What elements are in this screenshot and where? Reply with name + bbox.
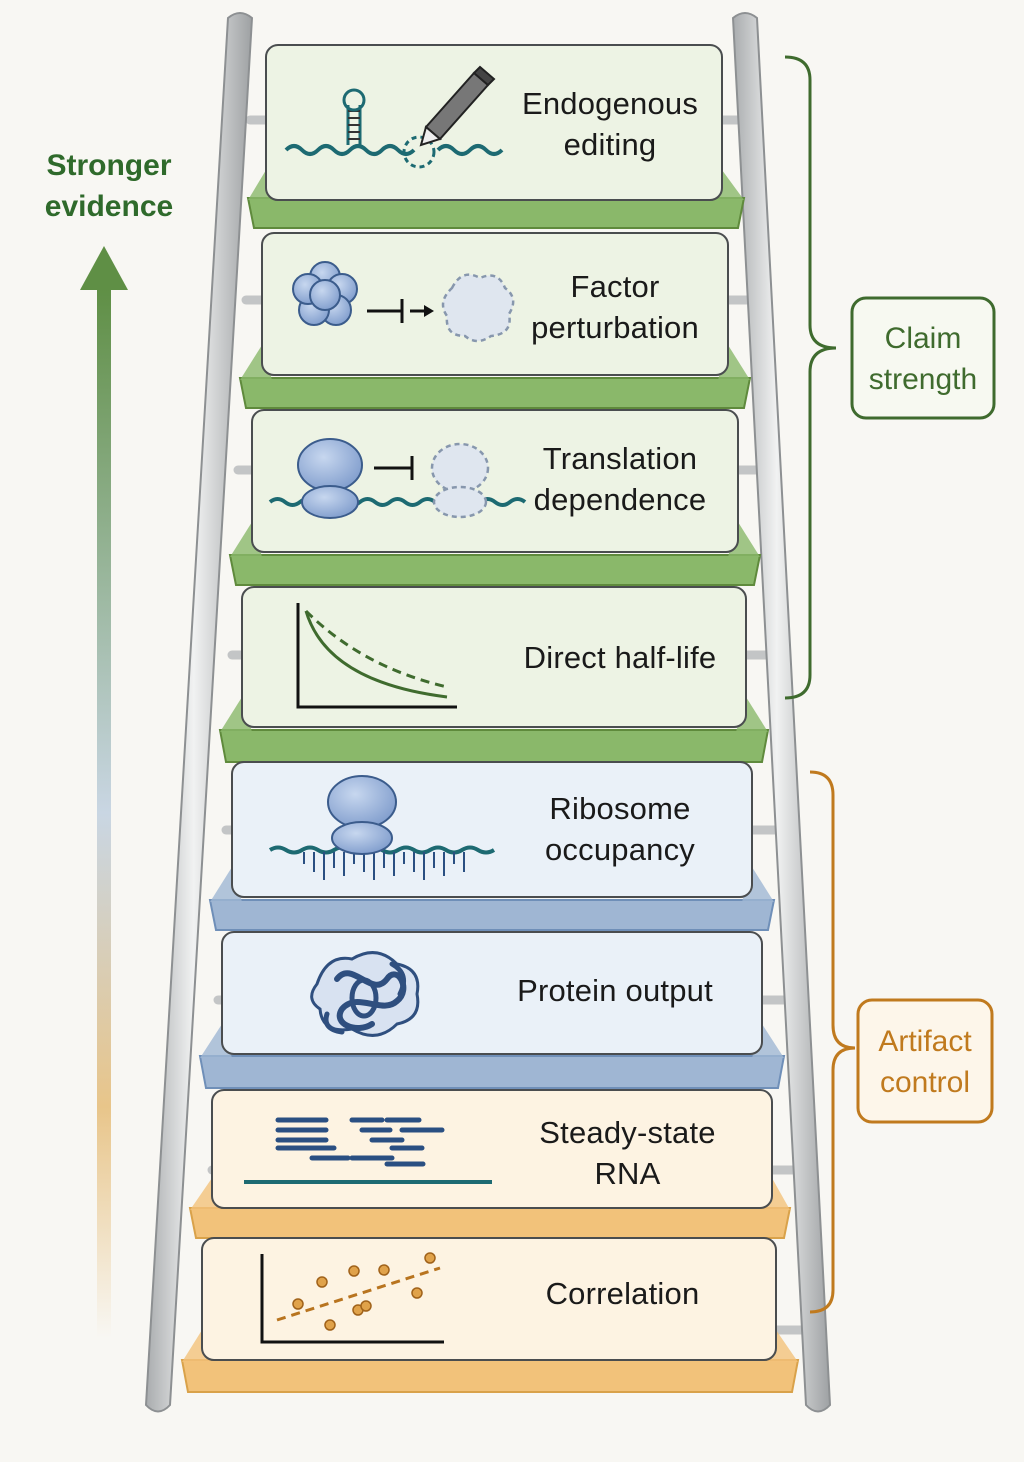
- artifact-control-box: [856, 998, 994, 1124]
- step-label-endogenous-editing: Endogenous editing: [500, 83, 720, 165]
- step-label-direct-half-life: Direct half-life: [500, 637, 740, 678]
- claim-strength-bracket: [784, 55, 996, 700]
- stronger-evidence-arrow: [80, 246, 128, 1338]
- step-translation-dependence: [228, 409, 762, 586]
- step-correlation: [180, 1237, 800, 1393]
- claim-strength-line1: Claim: [884, 322, 962, 355]
- stronger-evidence-line1: Stronger: [46, 149, 172, 182]
- artifact-control-line1: Artifact: [878, 1025, 972, 1058]
- step-platform: [198, 1055, 786, 1089]
- step-label-line1: Endogenous: [521, 86, 699, 121]
- step-label-ribosome-occupancy: Ribosome occupancy: [510, 788, 730, 870]
- step-label-line2: dependence: [533, 482, 707, 517]
- step-label-steady-state-rna: Steady-state RNA: [515, 1112, 740, 1194]
- ribosome-on-mrna-icon: [268, 775, 496, 880]
- step-platform: [208, 899, 776, 931]
- claim-strength-line2: strength: [868, 363, 978, 396]
- step-label-line2: RNA: [594, 1156, 661, 1191]
- rna-reads-icon: [244, 1117, 492, 1184]
- step-card: [201, 1237, 777, 1361]
- stronger-evidence-label: Stronger evidence: [30, 145, 188, 227]
- ladder-rails: [144, 12, 832, 1413]
- artifact-control-label: Artifact control: [858, 1021, 992, 1103]
- left-rail: [144, 12, 254, 1413]
- claim-strength-box: [850, 296, 996, 420]
- protein-structure-icon: [310, 951, 420, 1037]
- step-direct-half-life: [218, 586, 770, 763]
- step-label-line1: Steady-state: [539, 1115, 716, 1150]
- step-label-line2: perturbation: [531, 310, 699, 345]
- scatter-plot-icon: [260, 1252, 444, 1344]
- step-platform: [218, 729, 770, 763]
- step-platform: [188, 1207, 792, 1239]
- ribosome-inhibition-icon: [268, 438, 527, 519]
- claim-strength-label: Claim strength: [852, 318, 994, 400]
- step-label-line1: Translation: [542, 441, 698, 476]
- step-ribosome-occupancy: [208, 761, 776, 931]
- step-label-translation-dependence: Translation dependence: [505, 438, 735, 520]
- step-protein-output: [198, 931, 786, 1089]
- step-label-line1: Direct half-life: [523, 640, 717, 675]
- step-platform: [238, 377, 752, 409]
- arrow-head-icon: [80, 246, 128, 290]
- hairpin-edit-pencil-icon: [284, 65, 504, 169]
- step-label-line1: Ribosome: [549, 791, 691, 826]
- step-label-correlation: Correlation: [510, 1273, 735, 1314]
- artifact-control-line2: control: [879, 1066, 971, 1099]
- step-label-line1: Factor: [570, 269, 660, 304]
- step-platform: [246, 197, 746, 229]
- protein-knockdown-icon: [292, 261, 515, 343]
- step-platform: [228, 554, 762, 586]
- step-label-line2: editing: [563, 127, 657, 162]
- step-label-protein-output: Protein output: [495, 970, 735, 1011]
- stronger-evidence-line2: evidence: [44, 190, 174, 223]
- decay-curve-icon: [296, 603, 457, 709]
- step-card: [265, 44, 723, 201]
- step-steady-state-rna: [188, 1089, 792, 1239]
- step-label-line2: occupancy: [544, 832, 695, 867]
- artifact-control-bracket: [809, 770, 994, 1314]
- step-card: [241, 586, 747, 728]
- step-card: [251, 409, 739, 553]
- step-endogenous-editing: [246, 44, 746, 229]
- step-factor-perturbation: [238, 232, 752, 409]
- step-label-line1: Protein output: [517, 973, 713, 1008]
- step-label-factor-perturbation: Factor perturbation: [505, 266, 725, 348]
- step-label-line1: Correlation: [545, 1276, 700, 1311]
- right-rail: [731, 12, 832, 1413]
- step-platform: [180, 1359, 800, 1393]
